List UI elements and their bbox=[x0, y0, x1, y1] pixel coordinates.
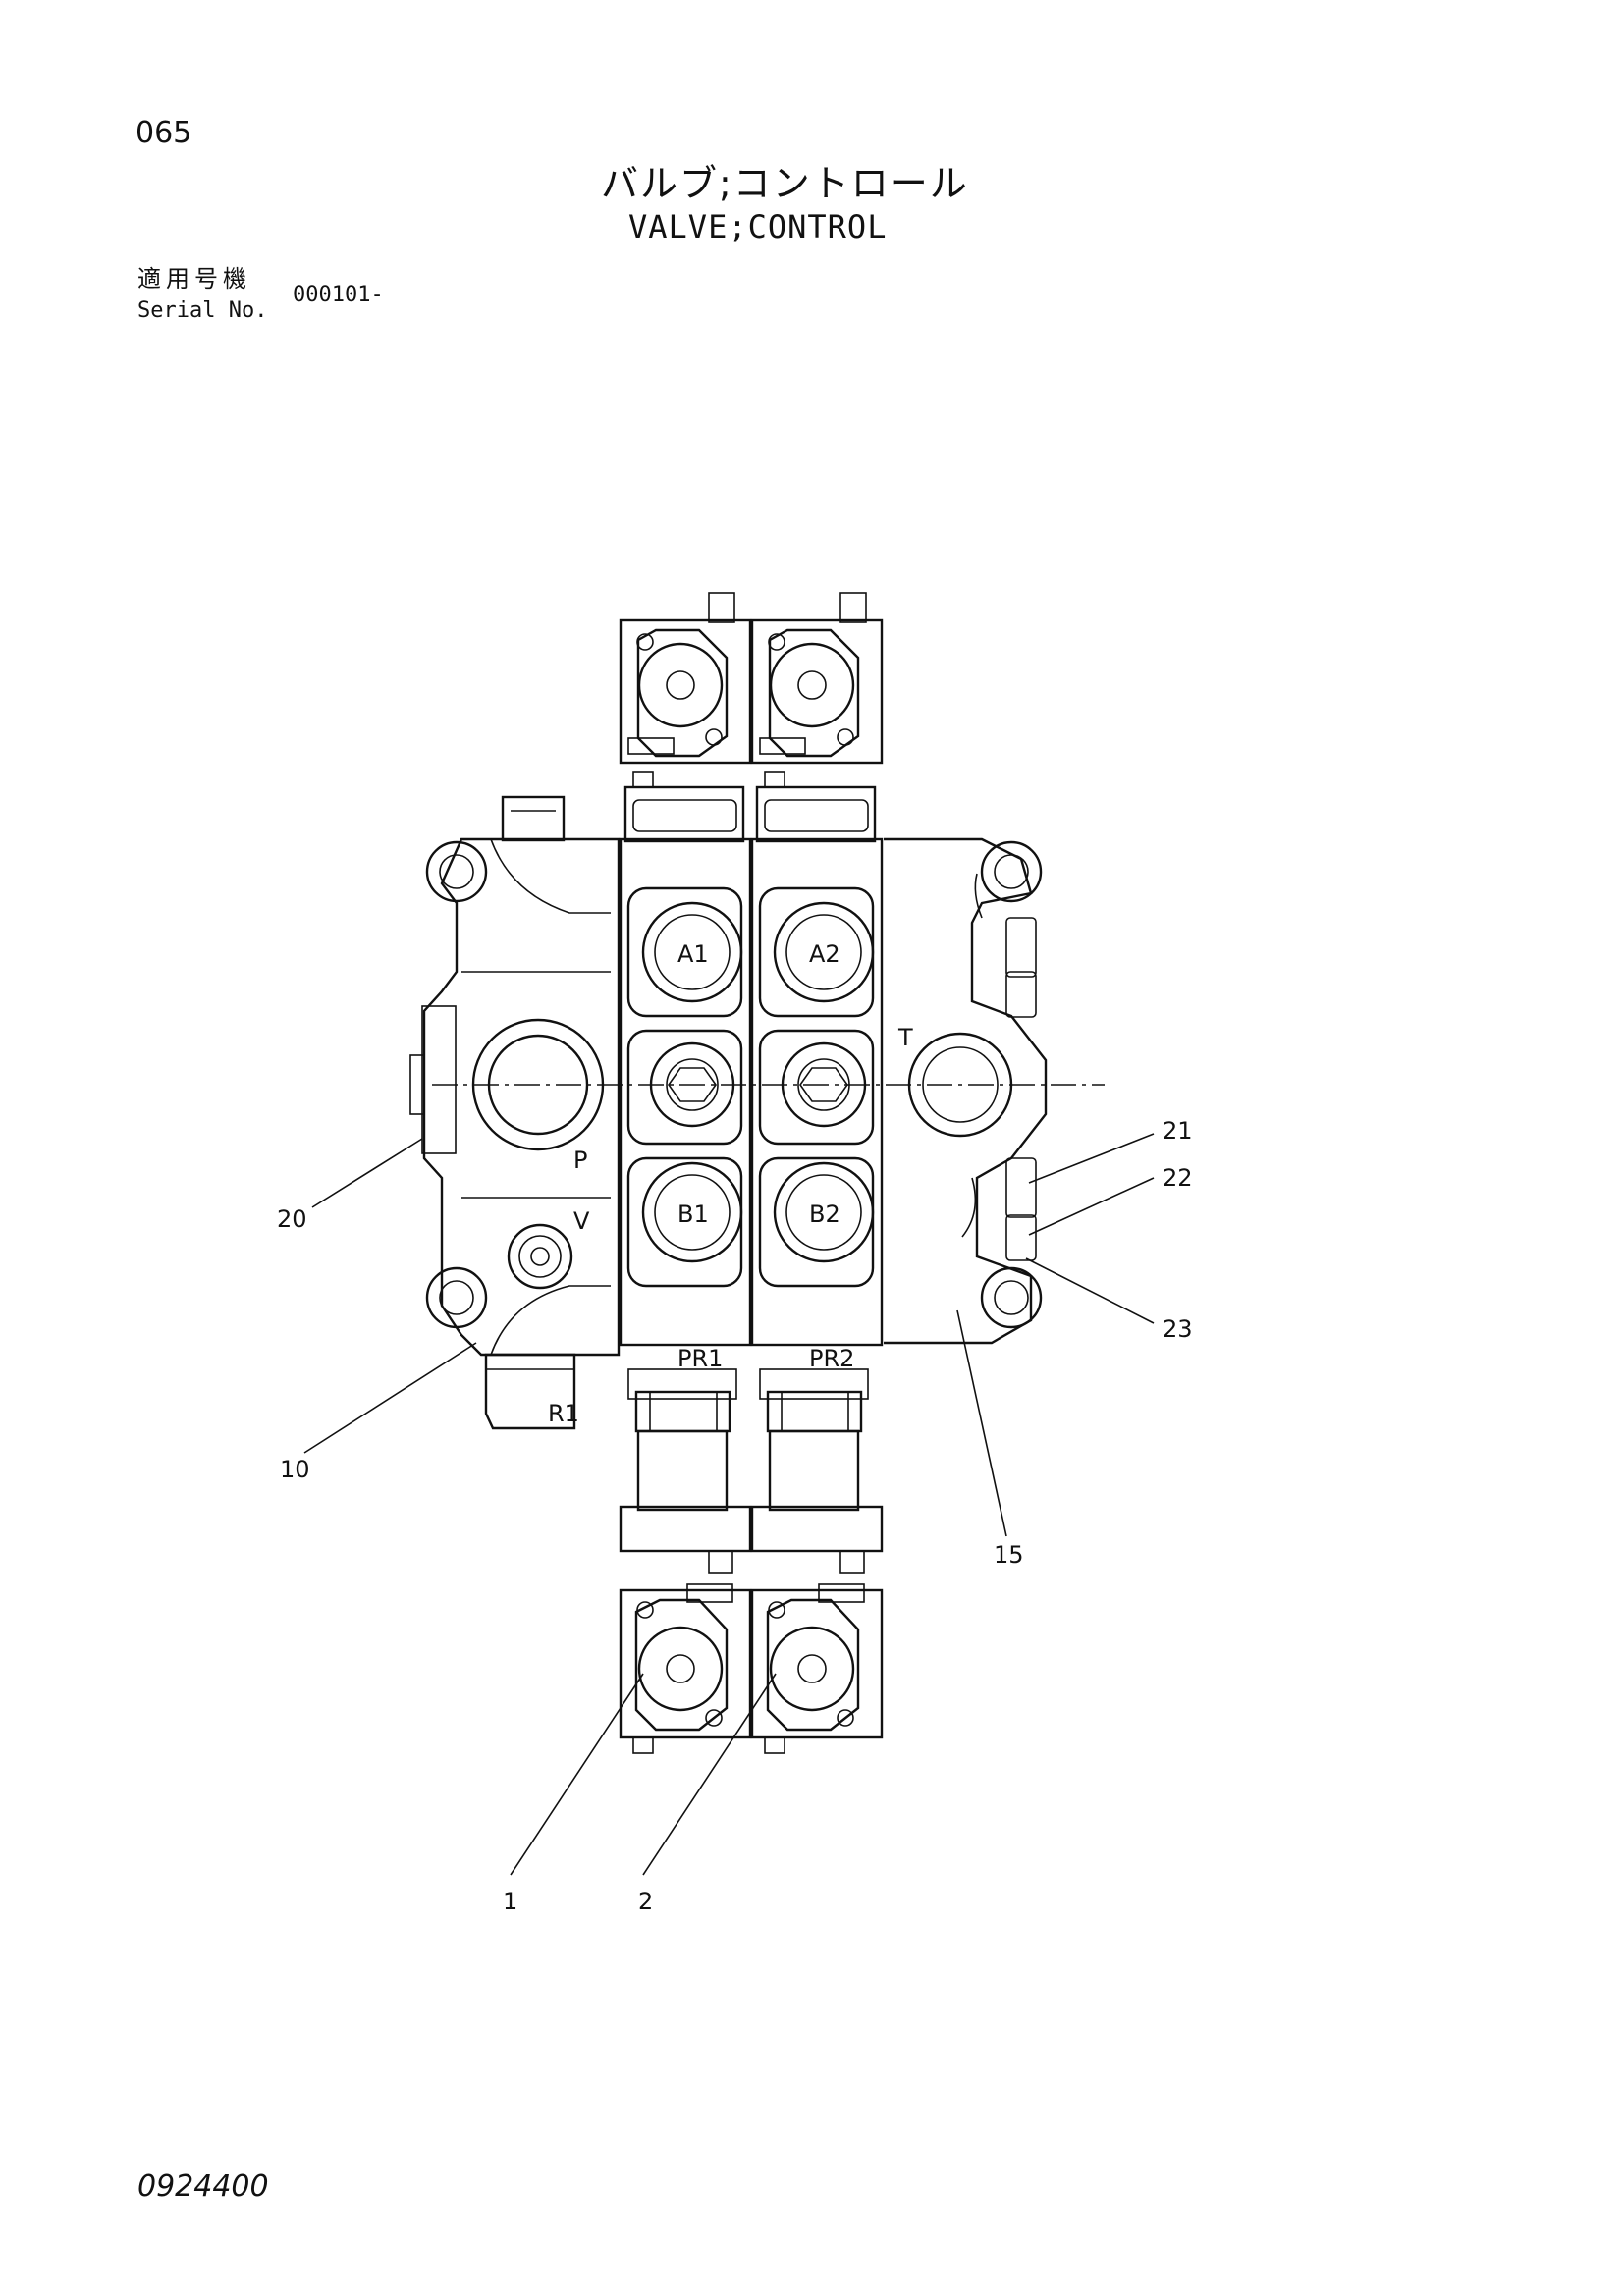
valve-body bbox=[409, 795, 1048, 1430]
spool-section-2 bbox=[750, 592, 884, 1754]
port-label-b2: B2 bbox=[809, 1201, 840, 1228]
callout-20: 20 bbox=[277, 1205, 307, 1233]
callout-1: 1 bbox=[503, 1888, 517, 1915]
port-label-pr1: PR1 bbox=[677, 1345, 723, 1372]
callout-22: 22 bbox=[1163, 1164, 1193, 1192]
callout-2: 2 bbox=[638, 1888, 653, 1915]
page-number: 065 bbox=[135, 116, 192, 150]
callout-21: 21 bbox=[1163, 1117, 1193, 1145]
leader-lines bbox=[303, 1133, 1155, 1876]
title-japanese: バルブ;コントロール bbox=[601, 162, 969, 205]
title-english: VALVE;CONTROL bbox=[628, 208, 888, 245]
port-label-a1: A1 bbox=[677, 940, 709, 968]
serial-label-english: Serial No. bbox=[137, 298, 268, 323]
callout-15: 15 bbox=[994, 1541, 1024, 1569]
callout-23: 23 bbox=[1163, 1315, 1193, 1343]
serial-number-value: 000101- bbox=[293, 283, 384, 307]
document-code: 0924400 bbox=[137, 2169, 269, 2204]
port-label-b1: B1 bbox=[677, 1201, 709, 1228]
port-label-p: P bbox=[573, 1147, 587, 1174]
port-label-r1: R1 bbox=[548, 1400, 579, 1427]
port-label-pr2: PR2 bbox=[809, 1345, 854, 1372]
callout-10: 10 bbox=[280, 1456, 310, 1483]
port-label-t: T bbox=[897, 1024, 913, 1051]
port-label-a2: A2 bbox=[809, 940, 840, 968]
spool-section-1 bbox=[619, 592, 752, 1754]
serial-label-japanese: 適用号機 bbox=[137, 265, 251, 293]
port-label-v: V bbox=[573, 1207, 590, 1235]
